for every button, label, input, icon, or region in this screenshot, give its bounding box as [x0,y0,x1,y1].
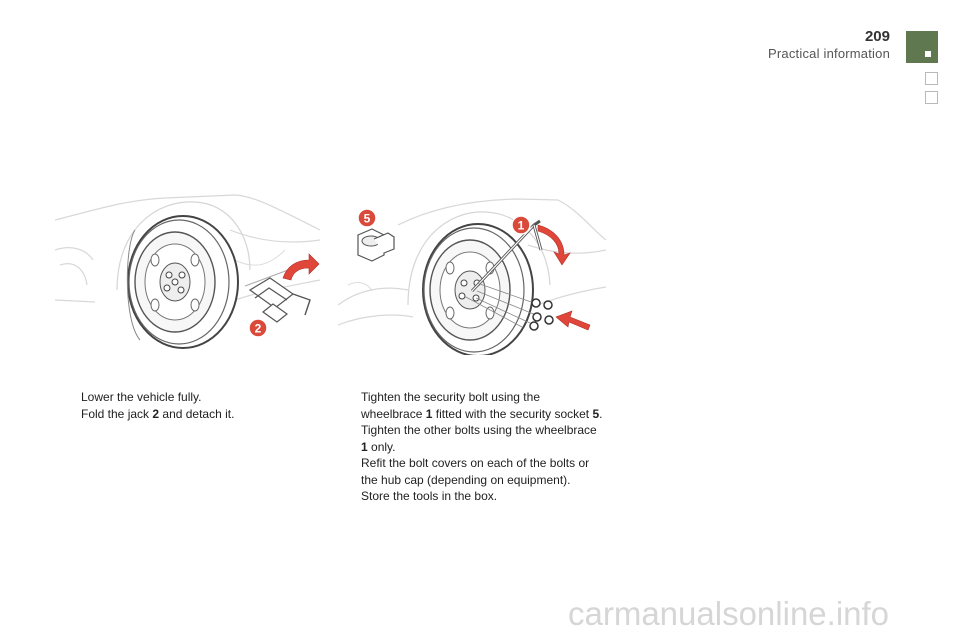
list-item: Tighten the other bolts using the wheelb… [342,422,604,455]
tab-dot [925,51,931,57]
left-instructions: Lower the vehicle fully. Fold the jack 2… [62,389,312,422]
chapter-tab-active [906,31,938,63]
item-text: and detach it. [159,406,235,421]
list-item: Fold the jack 2 and detach it. [62,406,312,423]
callout-ref: 1 [361,439,368,454]
item-text: . [599,406,603,421]
list-item: Lower the vehicle fully. [62,389,312,406]
security-socket [357,228,395,262]
fold-arrow [282,253,320,281]
list-item: Tighten the security bolt using the whee… [342,389,604,422]
illustration-tighten-bolts: 5 1 [338,198,606,355]
callout-1: 1 [511,215,531,235]
page-number: 209 [864,28,890,45]
wheel [126,215,239,349]
list-item: Store the tools in the box. [342,488,604,505]
item-text: Tighten the security bolt using the whee… [361,390,540,421]
illustration-lower-vehicle: 2 [55,194,320,349]
page-header: 209 Practical information [768,28,890,61]
item-text: Store the tools in the box. [361,489,498,503]
list-item: Refit the bolt covers on each of the bol… [342,455,604,488]
jack [244,259,316,323]
svg-text:2: 2 [255,322,262,336]
chapter-tab-empty [925,72,938,85]
push-arrow [555,310,591,331]
rotate-arrow [537,224,571,266]
watermark: carmanualsonline.info [568,595,890,632]
item-text: Lower the vehicle fully. [81,390,202,404]
callout-ref: 5 [592,406,600,421]
wheelbrace [470,219,543,293]
item-text: Tighten the other bolts using the wheelb… [361,423,597,437]
bolt-guides [463,282,537,328]
callout-ref: 1 [425,406,433,421]
section-title: Practical information [768,46,890,61]
item-text: Fold the jack [81,406,153,421]
callout-2: 2 [248,318,268,338]
item-text: only. [367,439,396,454]
callout-ref: 2 [152,406,160,421]
right-instructions: Tighten the security bolt using the whee… [342,389,604,505]
svg-text:1: 1 [518,219,525,233]
callout-5: 5 [357,208,377,228]
chapter-tab-empty [925,91,938,104]
item-text: fitted with the security socket [432,406,593,421]
item-text: Refit the bolt covers on each of the bol… [361,456,590,487]
svg-text:5: 5 [364,212,371,226]
bolts [529,298,554,331]
